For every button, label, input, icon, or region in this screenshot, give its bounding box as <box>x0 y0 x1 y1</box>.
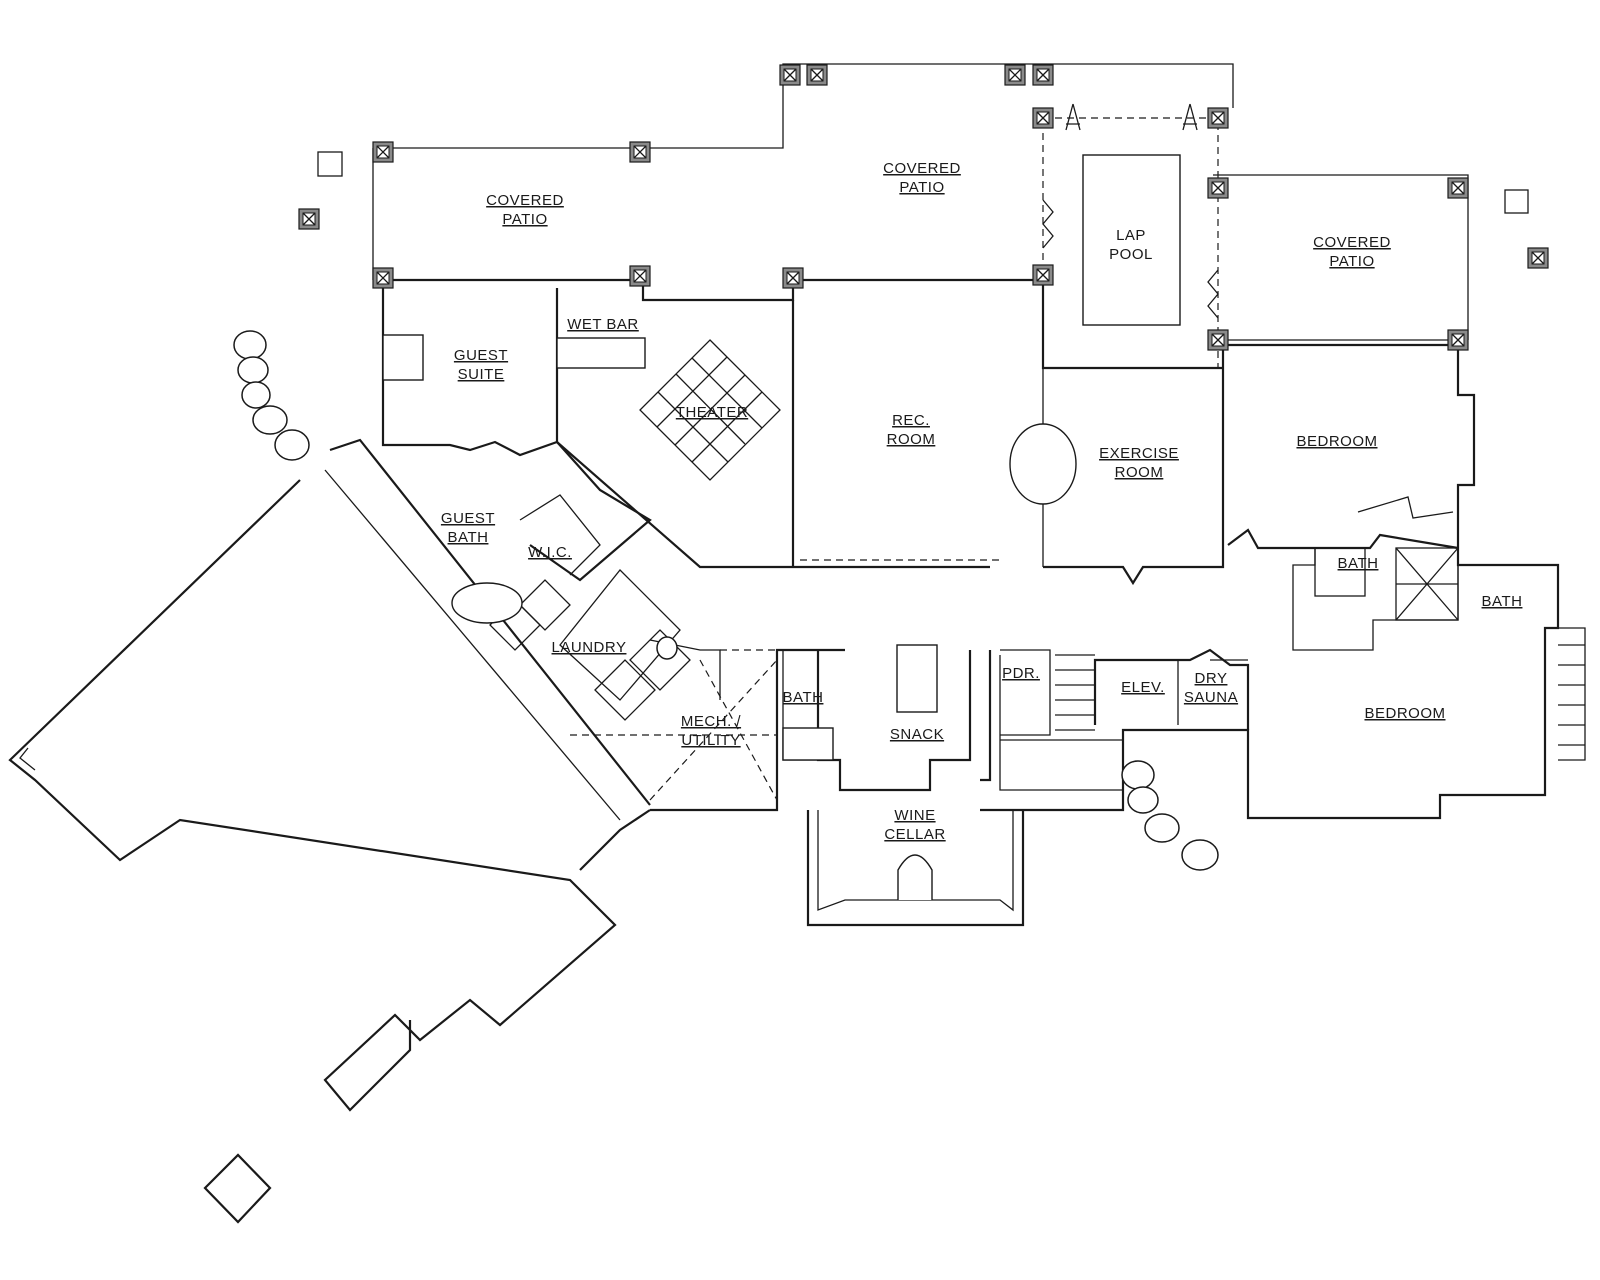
label-bedroom-upper: BEDROOM <box>1296 433 1377 450</box>
label-pdr: PDR. <box>1002 665 1040 682</box>
structural-post-cross <box>1451 181 1465 195</box>
wine-cellar-walls <box>806 810 1025 927</box>
label-bath-far-east: BATH <box>1482 593 1523 610</box>
label-bath-center: BATH <box>783 689 824 706</box>
structural-post-cross <box>633 145 647 159</box>
structural-post-cross <box>1008 68 1022 82</box>
upper-structure <box>372 63 1469 369</box>
structural-post-cross <box>376 271 390 285</box>
wet-bar-counter <box>556 337 646 369</box>
structural-post-cross <box>1211 111 1225 125</box>
garage-wing <box>8 438 651 1224</box>
label-elev: ELEV. <box>1121 679 1165 696</box>
structural-post-cross <box>786 271 800 285</box>
rec-room-fireplace <box>1009 423 1077 505</box>
label-bedroom-lower: BEDROOM <box>1364 705 1445 722</box>
lap-pool <box>1082 154 1181 326</box>
snack-island <box>896 644 938 713</box>
marker-square-east <box>1504 189 1529 214</box>
bathtub-center <box>782 727 834 761</box>
utility-fixtures <box>451 337 938 761</box>
deck-east <box>1558 627 1586 761</box>
structural-post-cross <box>633 269 647 283</box>
structural-post-cross <box>1531 251 1545 265</box>
theater-seating <box>639 339 781 481</box>
bathtub-guest <box>451 582 523 624</box>
label-laundry: LAUNDRY <box>552 639 627 656</box>
landscape-rocks <box>233 330 1219 871</box>
label-bath-east-small: BATH <box>1338 555 1379 572</box>
structural-post-cross <box>1211 181 1225 195</box>
structural-post-cross <box>1036 111 1050 125</box>
structural-post-cross <box>1036 268 1050 282</box>
structural-post-cross <box>783 68 797 82</box>
structural-post-cross <box>302 212 316 226</box>
marker-square-west <box>317 151 343 177</box>
label-snack: SNACK <box>890 726 944 743</box>
label-theater: THEATER <box>676 404 748 421</box>
features <box>382 334 1459 621</box>
guest-fireplace <box>382 334 424 381</box>
label-wet-bar: WET BAR <box>567 316 639 333</box>
structural-post-cross <box>1451 333 1465 347</box>
label-mech-utility: MECH. /UTILITY <box>681 713 742 749</box>
structural-post-cross <box>810 68 824 82</box>
dashed-beams <box>570 300 1003 801</box>
structural-posts <box>298 64 1549 351</box>
structural-post-cross <box>1036 68 1050 82</box>
label-rec-room: REC.ROOM <box>887 412 936 448</box>
main-walls <box>381 278 1560 820</box>
structural-post-cross <box>1211 333 1225 347</box>
structural-post-cross <box>376 145 390 159</box>
label-wic: W.I.C. <box>528 544 572 561</box>
